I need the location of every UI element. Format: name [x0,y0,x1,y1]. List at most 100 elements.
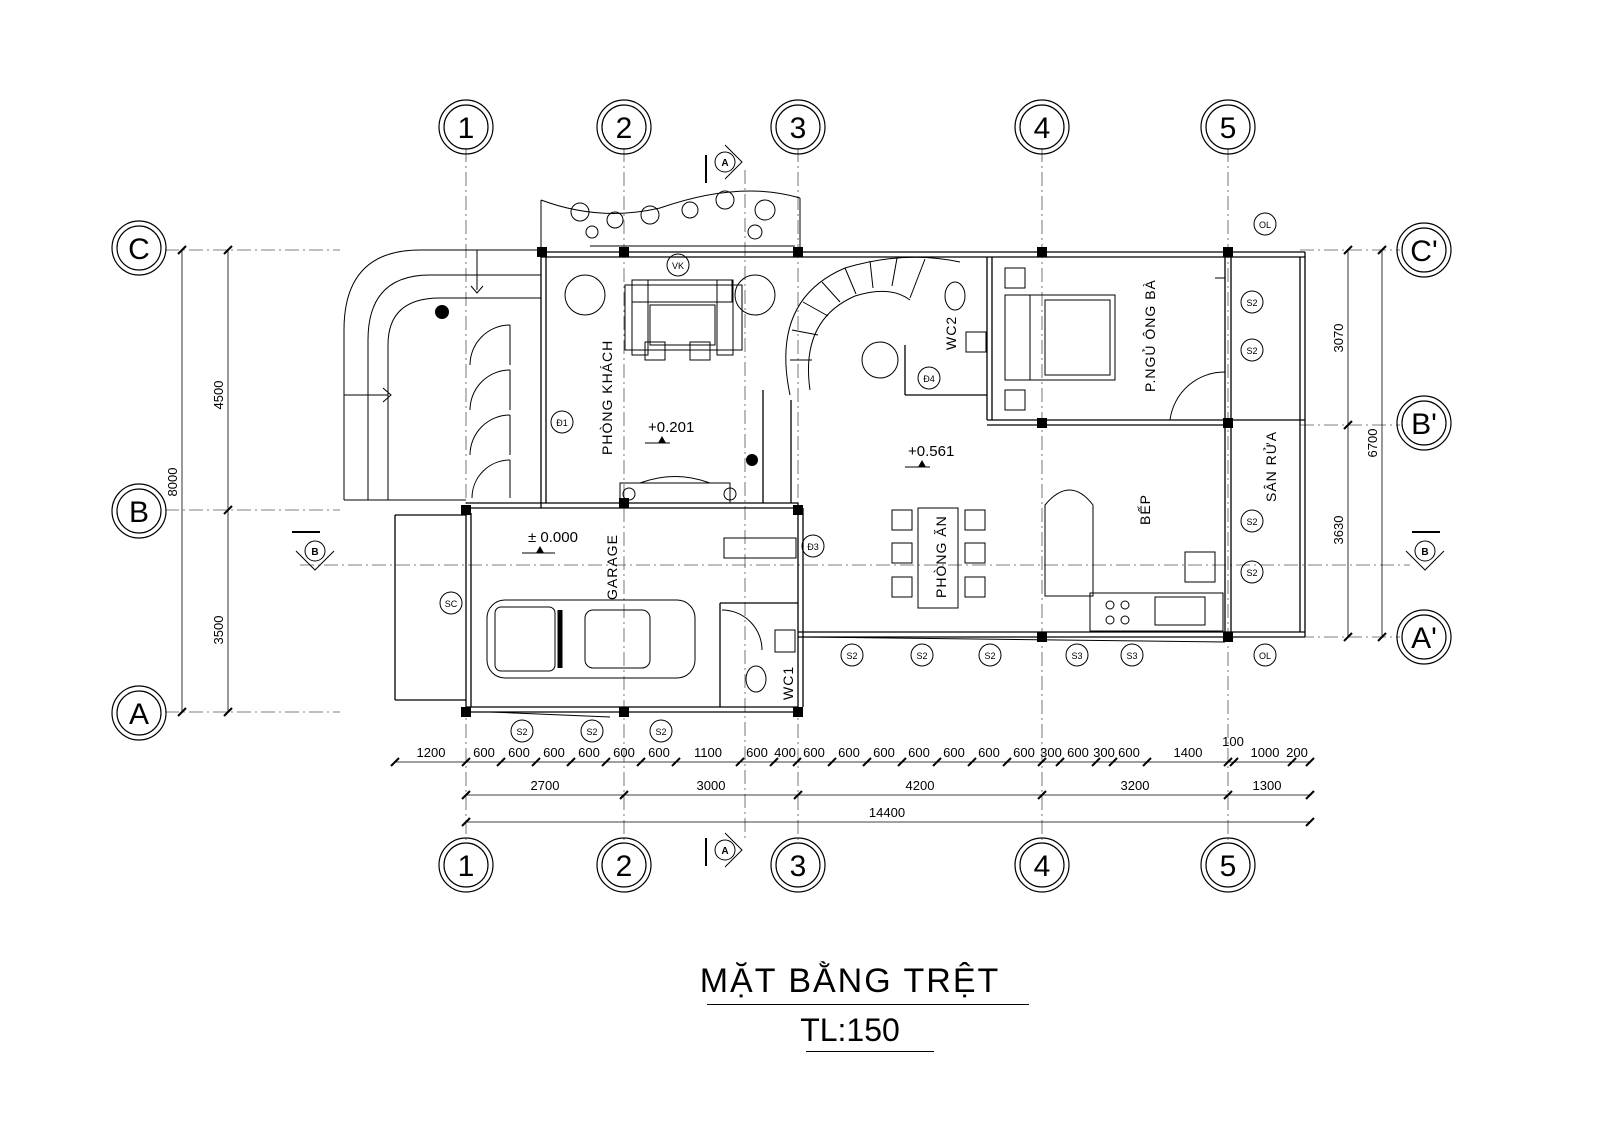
level-garage: ± 0.000 [528,529,578,546]
axis-label-2-bottom: 2 [616,850,633,883]
axis-label-4-bottom: 4 [1034,850,1051,883]
dining-table [891,507,986,609]
section-b-right: B [1421,547,1428,558]
dim-row1-2: 600 [508,745,530,760]
window-s2: S2 [516,727,527,737]
axis-label-5: 5 [1220,112,1237,145]
opening-symbols [439,212,1277,743]
axis-label-c: C [128,233,150,266]
dim-row1-18: 600 [1067,745,1089,760]
axis-label-a: A [129,698,149,731]
windows [489,300,1232,718]
axis-label-b-prime: B' [1411,408,1437,441]
dim-row2-1: 3000 [697,778,726,793]
dim-row2-2: 4200 [906,778,935,793]
dim-total: 14400 [869,805,905,820]
kitchen-counter [1044,489,1224,632]
drawing-scale: TL:150 [800,1012,900,1048]
window-s3: S3 [1126,651,1137,661]
window-s2: S2 [586,727,597,737]
dim-left-total: 8000 [165,468,180,497]
symbol-ol-top: OL [1259,220,1271,230]
wc-fixtures [721,281,987,693]
dim-row1-7: 1100 [694,745,722,760]
dim-row1-0: 1200 [417,745,446,760]
axis-label-b: B [129,496,149,529]
room-label-kitchen: BẾP [1137,494,1153,525]
axis-label-2: 2 [616,112,633,145]
section-b-left: B [311,547,318,558]
dim-row2-4: 1300 [1253,778,1282,793]
axis-label-c-prime: C' [1410,235,1437,268]
dim-row1-1: 600 [473,745,495,760]
axis-labels: 1 2 3 4 5 1 2 3 4 5 C B A C' B' A' [128,112,1438,883]
walls [394,251,1306,713]
dim-row1-14: 600 [943,745,965,760]
dim-row1-13: 600 [908,745,930,760]
symbol-ol-bottom: OL [1259,651,1271,661]
dim-row1-23: 1000 [1251,745,1280,760]
window-s2: S2 [984,651,995,661]
dim-right-total: 6700 [1365,429,1380,458]
room-labels: PHÒNG KHÁCH GARAGE WC1 WC2 PHÒNG ĂN BẾP … [599,279,1279,700]
dim-row1-22: 100 [1222,734,1244,749]
car [486,599,696,679]
level-main: +0.561 [908,443,954,460]
dim-row1-24: 200 [1286,745,1308,760]
living-furniture [564,274,776,504]
dim-row1-8: 600 [746,745,768,760]
window-s2: S2 [916,651,927,661]
window-s2: S2 [1246,517,1257,527]
grid-axes [165,148,1410,840]
window-s2: S2 [655,727,666,737]
dim-row1-17: 300 [1040,745,1062,760]
symbol-vk: VK [672,261,684,271]
dim-row1-4: 600 [578,745,600,760]
columns [435,247,1233,717]
room-label-wc2: WC2 [943,316,959,350]
spiral-staircase [785,256,961,396]
window-s2: S2 [1246,346,1257,356]
dim-row1-20: 600 [1118,745,1140,760]
room-label-wc1: WC1 [780,666,796,700]
window-s2: S2 [1246,298,1257,308]
dim-right-1: 3630 [1331,516,1346,545]
room-label-bedroom: P.NGỦ ÔNG BÀ [1141,279,1158,392]
bedroom-furniture [1004,267,1226,421]
door-d4: Đ4 [923,374,935,384]
axis-label-5-bottom: 5 [1220,850,1237,883]
dim-left-0: 4500 [211,381,226,410]
dim-row1-6: 600 [648,745,670,760]
window-s2: S2 [1246,568,1257,578]
scale-underline [806,1051,934,1052]
living-doors [469,324,511,499]
section-marks: A A B B [292,144,1445,868]
level-living: +0.201 [648,419,694,436]
entrance-ramp [343,249,541,501]
dim-row1-3: 600 [543,745,565,760]
axis-label-4: 4 [1034,112,1051,145]
axis-label-1: 1 [458,112,475,145]
dim-row1-16: 600 [1013,745,1035,760]
room-label-wash: SÂN RỬA [1262,431,1279,502]
dim-right-0: 3070 [1331,324,1346,353]
drawing-title: MẶT BẰNG TRỆT [699,962,1001,1000]
level-marks: ± 0.000 +0.201 +0.561 [522,419,954,554]
title-underline [707,1004,1029,1005]
dim-row1-12: 600 [873,745,895,760]
room-label-living: PHÒNG KHÁCH [599,340,615,455]
dim-row1-10: 600 [803,745,825,760]
symbol-sc: SC [445,599,458,609]
axis-bubbles [111,99,1452,893]
opening-symbol-labels: Đ1 Đ3 Đ4 VK SC OL OL S2 S2 S2 S2 S2 S2 S… [445,220,1271,737]
dim-row2-0: 2700 [531,778,560,793]
dim-row1-21: 1400 [1174,745,1203,760]
dim-row1-5: 600 [613,745,635,760]
dim-row1-9: 400 [774,745,796,760]
dim-row2-3: 3200 [1121,778,1150,793]
dimension-texts: 1200 600 600 600 600 600 600 1100 600 40… [165,324,1380,820]
dim-row1-19: 300 [1093,745,1115,760]
dimension-lines [181,250,1383,823]
dimension-ticks [177,245,1387,827]
